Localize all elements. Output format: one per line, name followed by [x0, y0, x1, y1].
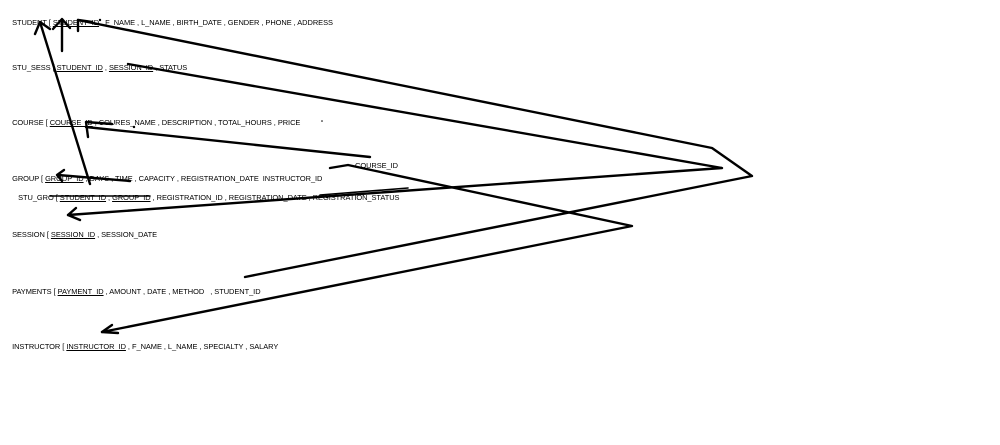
comma: , — [150, 193, 157, 202]
comma: , — [103, 287, 110, 296]
relation-name: COURSE — [12, 118, 44, 127]
bracket: [ — [43, 118, 50, 127]
relation-student: STUDENT [ STUDENT_ID , F_NAME , L_NAME ,… — [4, 9, 333, 36]
relation-payments: PAYMENTS [ PAYMENT_ID , AMOUNT , DATE , … — [4, 278, 261, 305]
registration-status-stroke — [319, 187, 409, 196]
arrowhead — [55, 168, 66, 183]
relation-stu-gro: STU_GRO [ STUDENT_ID , GROUP_ID , REGIST… — [10, 184, 399, 211]
arrowhead — [66, 206, 82, 222]
relation-name: STU_GRO — [18, 193, 54, 202]
arrowhead — [51, 17, 72, 31]
attributes: F_NAME , L_NAME , BIRTH_DATE , GENDER , … — [105, 18, 333, 27]
relation-name: SESSION — [12, 230, 45, 239]
fk-arrow-stugro-student — [38, 20, 92, 186]
attributes: AMOUNT , DATE , METHOD , STUDENT_ID — [109, 287, 261, 296]
fk-arrow-group-instructor — [100, 163, 634, 334]
arrowhead — [100, 323, 120, 335]
primary-key: SESSION_ID — [108, 63, 154, 72]
primary-key: INSTRUCTOR_ID — [66, 342, 126, 351]
relation-name: PAYMENTS — [12, 287, 52, 296]
dot-mark — [98, 18, 102, 22]
bracket: [ — [44, 230, 51, 239]
primary-key: STUDENT_ID — [52, 18, 100, 27]
relation-name: STU_SESS — [12, 63, 51, 72]
fk-arrow-group-course — [84, 125, 372, 159]
fk-arrow-stugro-group — [56, 173, 132, 183]
fk-arrow-stusess-session — [66, 62, 724, 217]
bracket: [ — [39, 174, 46, 183]
comma: , — [125, 342, 132, 351]
primary-key: STUDENT_ID — [59, 193, 107, 202]
attributes: COURES_NAME , DESCRIPTION , TOTAL_HOURS … — [98, 118, 301, 127]
bracket: [ — [60, 342, 67, 351]
attributes: F_NAME , L_NAME , SPECIALTY , SALARY — [131, 342, 279, 351]
primary-key: PAYMENT_ID — [57, 287, 104, 296]
comma: , — [102, 63, 109, 72]
bracket: [ — [51, 287, 58, 296]
dot-mark — [132, 125, 136, 129]
relation-instructor: INSTRUCTOR [ INSTRUCTOR_ID , F_NAME , L_… — [4, 333, 278, 360]
primary-key: SESSION_ID — [50, 230, 96, 239]
bracket: [ — [53, 193, 60, 202]
relation-name: INSTRUCTOR — [12, 342, 61, 351]
comma: , — [99, 18, 106, 27]
arrowhead — [33, 20, 52, 36]
primary-key: GROUP_ID — [112, 193, 151, 202]
relation-name: STUDENT — [12, 18, 47, 27]
comma: , — [106, 193, 113, 202]
bracket: [ — [46, 18, 53, 27]
comma: , — [95, 230, 102, 239]
arrowhead — [76, 18, 94, 33]
relation-session: SESSION [ SESSION_ID , SESSION_DATE — [4, 221, 157, 248]
relation-name: GROUP — [12, 174, 40, 183]
primary-key: STUDENT_ID — [56, 63, 103, 72]
dot-mark — [321, 120, 323, 122]
attributes: SESSION_DATE — [101, 230, 158, 239]
fk-arrow-payments-student — [76, 18, 754, 279]
group-course-id: COURSE_ID — [355, 161, 398, 170]
primary-key: GROUP_ID — [45, 174, 84, 183]
comma: , — [153, 63, 160, 72]
attributes: STATUS — [159, 63, 188, 72]
arrowhead — [84, 120, 114, 139]
